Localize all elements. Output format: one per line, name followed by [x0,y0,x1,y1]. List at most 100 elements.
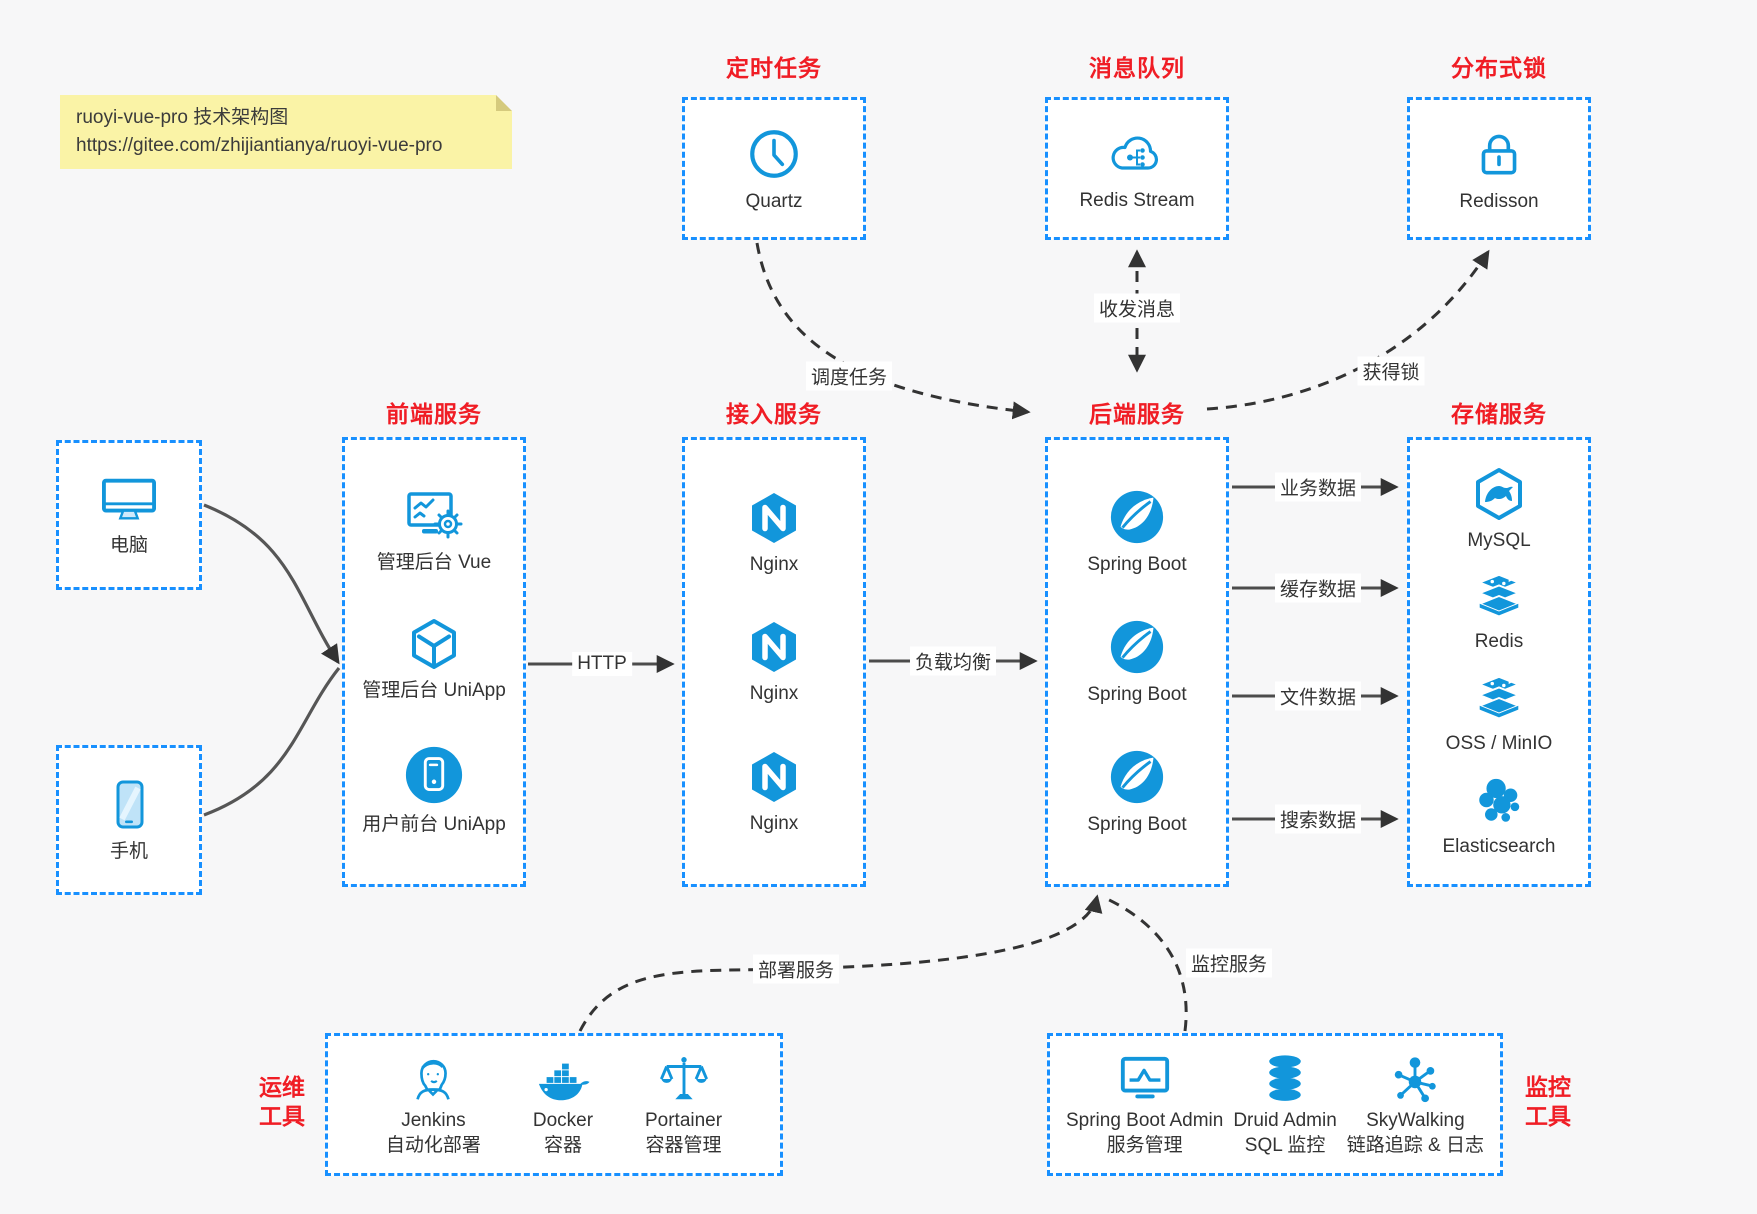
box-phone-client: 手机 [56,745,202,895]
node-label: Quartz [745,190,803,212]
docker-icon [534,1053,592,1107]
jenkins-icon [406,1053,460,1107]
edge-label-http: HTTP [572,652,632,676]
edge-label-lock: 获得锁 [1357,356,1425,386]
box-access: Nginx Nginx Nginx [682,437,866,887]
edge-label-schedule: 调度任务 [805,361,893,391]
title-storage: 存储服务 [1451,401,1547,427]
node-label: Nginx [749,812,799,834]
node-label: 管理后台 Vue [376,552,492,573]
uniapp-cube-icon [406,616,462,672]
node-springboot-2: Spring Boot [1087,618,1187,706]
box-frontend: 管理后台 Vue 管理后台 UniApp 用户前台 UniApp [342,437,526,887]
box-ops-tools: Jenkins 自动化部署 Docker 容器 [325,1033,783,1176]
box-quartz: Quartz [682,97,866,240]
node-label: Spring Boot [1087,684,1187,705]
box-redis-stream: Redis Stream [1045,97,1229,240]
spring-icon [1108,618,1166,676]
node-quartz: Quartz [745,125,803,213]
computer-icon [97,473,161,527]
node-sublabel: 容器管理 [645,1134,722,1156]
edge-schedule [755,242,1031,420]
box-monitor-tools: Spring Boot Admin 服务管理 Druid Admin SQL 监… [1047,1033,1503,1176]
node-label: 电脑 [109,535,148,556]
node-label: Nginx [749,683,799,704]
title-line: 运维 [259,1074,305,1100]
edge-monitor [1102,895,1188,1032]
edge-label-deploy: 部署服务 [752,954,840,984]
node-sublabel: SQL 监控 [1244,1134,1326,1156]
box-storage: MySQL Redis [1407,437,1591,887]
redis-stack-icon [1472,571,1526,623]
node-user-uniapp: 用户前台 UniApp [362,744,506,836]
druid-icon [1259,1053,1311,1107]
node-docker: Docker 容器 [533,1053,593,1157]
edge-label-search-data: 搜索数据 [1274,804,1362,834]
sba-icon [1116,1053,1174,1107]
node-label: 管理后台 UniApp [362,680,506,701]
node-nginx-3: Nginx [746,749,802,835]
node-admin-uniapp: 管理后台 UniApp [362,616,506,702]
title-backend: 后端服务 [1089,401,1185,427]
node-label: Jenkins [401,1109,466,1131]
node-oss-minio: OSS / MinIO [1445,673,1553,755]
nginx-icon [746,619,802,675]
title-ops-tools: 运维 工具 [246,1073,318,1131]
node-label: Redis Stream [1079,189,1195,211]
note-title: ruoyi-vue-pro 技术架构图 [76,107,289,128]
title-line: 工具 [259,1103,305,1129]
nginx-icon [746,749,802,805]
admin-vue-icon [404,488,464,544]
node-phone: 手机 [101,777,157,863]
node-admin-vue: 管理后台 Vue [377,488,491,574]
user-app-icon [403,744,465,806]
node-springboot-1: Spring Boot [1087,488,1187,576]
edge-label-cache-data: 缓存数据 [1274,573,1362,603]
title-frontend: 前端服务 [386,401,482,427]
node-sublabel: 容器 [543,1134,582,1156]
edge-client-phone [203,667,341,817]
phone-icon [101,777,157,833]
node-spring-boot-admin: Spring Boot Admin 服务管理 [1066,1053,1223,1157]
title-message-queue: 消息队列 [1089,55,1185,81]
portainer-icon [657,1053,711,1107]
node-jenkins: Jenkins 自动化部署 [386,1053,481,1157]
title-access: 接入服务 [726,401,822,427]
node-label: Spring Boot [1087,554,1187,575]
node-label: Spring Boot [1087,814,1187,835]
node-label: OSS / MinIO [1445,732,1553,754]
edge-lock [1206,249,1490,411]
skywalking-icon [1388,1053,1442,1107]
box-pc-client: 电脑 [56,440,202,590]
node-druid-admin: Druid Admin SQL 监控 [1233,1053,1337,1157]
edge-label-lb: 负载均衡 [909,646,997,676]
node-label: Elasticsearch [1442,836,1556,858]
spring-icon [1108,488,1166,546]
cloud-stream-icon [1105,126,1169,182]
node-label: Redisson [1459,190,1539,212]
spring-icon [1108,748,1166,806]
title-distributed-lock: 分布式锁 [1451,55,1547,81]
edge-label-business-data: 业务数据 [1274,472,1362,502]
node-label: Druid Admin [1233,1109,1337,1131]
node-sublabel: 自动化部署 [385,1134,481,1156]
node-label: Spring Boot Admin [1065,1109,1224,1131]
node-label: SkyWalking [1366,1109,1465,1131]
title-scheduled-tasks: 定时任务 [726,55,822,81]
node-elasticsearch: Elasticsearch [1443,774,1556,858]
title-line: 工具 [1525,1103,1571,1129]
node-redis-stream: Redis Stream [1079,126,1195,212]
sticky-note: ruoyi-vue-pro 技术架构图 https://gitee.com/zh… [60,95,512,169]
edge-label-mq: 收发消息 [1093,293,1181,323]
edge-label-file-data: 文件数据 [1274,681,1362,711]
node-pc: 电脑 [97,473,161,557]
lock-icon [1470,125,1528,183]
nginx-icon [746,490,802,546]
elasticsearch-icon [1472,774,1526,828]
node-nginx-1: Nginx [746,490,802,576]
note-fold [496,95,512,111]
box-redisson: Redisson [1407,97,1591,240]
edge-client-pc [203,503,340,665]
title-line: 监控 [1525,1074,1571,1100]
